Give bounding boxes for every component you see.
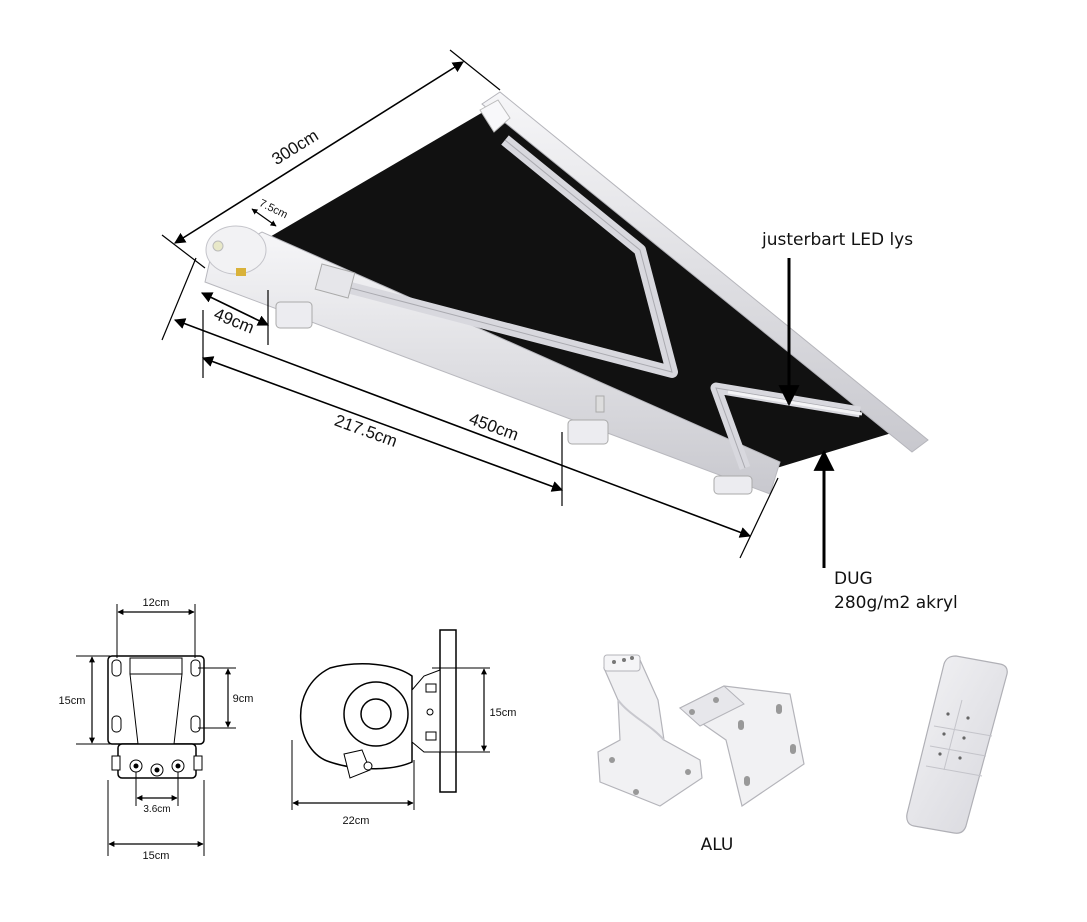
- wall-bracket-icon: ALU: [597, 654, 805, 855]
- dim-bracket-width-top: 12cm: [143, 597, 170, 609]
- dim-bracket-height: 15cm: [59, 695, 86, 707]
- dim-projection: 300cm: [268, 126, 321, 169]
- bracket-side-view: 22cm 15cm: [291, 629, 517, 827]
- wall-bracket: [567, 419, 609, 445]
- dim-side-height: 15cm: [490, 707, 517, 719]
- fabric-callout-spec: 280g/m2 akryl: [834, 593, 958, 613]
- front-bar: [481, 91, 929, 453]
- wall-bracket: [275, 301, 313, 329]
- dim-bracket-spacing: 217.5cm: [332, 411, 400, 451]
- fabric-callout-title: DUG: [834, 569, 873, 589]
- material-label: ALU: [701, 835, 734, 855]
- led-callout-label: justerbart LED lys: [761, 230, 913, 250]
- dim-side-depth: 22cm: [343, 815, 370, 827]
- dim-bracket-hole-spacing: 9cm: [233, 693, 254, 705]
- awning-illustration: [204, 91, 929, 495]
- remote-control-icon: [906, 655, 1008, 834]
- dim-bracket-width-bottom: 15cm: [143, 850, 170, 862]
- dim-box-depth: 7.5cm: [257, 197, 289, 221]
- wall-bracket: [713, 475, 753, 495]
- bracket-front-view: 12cm 15cm 9cm 3.6cm 15cm: [59, 597, 254, 862]
- callouts: justerbart LED lys DUG 280g/m2 akryl: [761, 230, 958, 613]
- wall-plate: [439, 629, 457, 793]
- dim-bolt-spacing: 3.6cm: [143, 804, 170, 815]
